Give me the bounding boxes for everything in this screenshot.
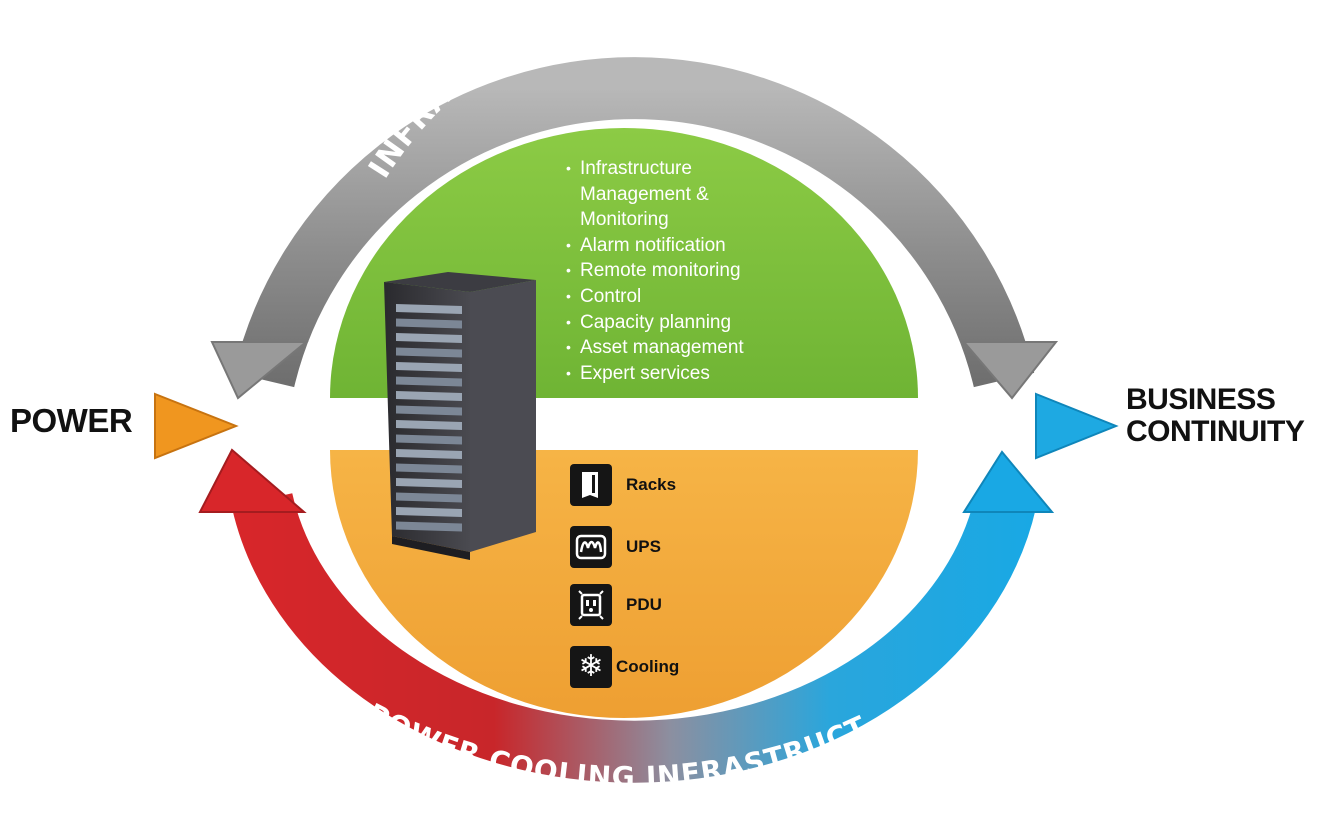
pdu-icon: [570, 584, 612, 626]
list-item: Alarm notification: [566, 233, 796, 259]
list-item: Expert services: [566, 361, 796, 387]
list-item: Remote monitoring: [566, 258, 796, 284]
power-cooling-infrastructure-arrow: [198, 448, 1055, 783]
business-continuity-label: BUSINESS CONTINUITY: [1126, 383, 1305, 448]
component-label: PDU: [626, 595, 662, 614]
list-item: Control: [566, 284, 796, 310]
component-label: Racks: [626, 475, 677, 494]
rack-server-slots: [396, 304, 462, 532]
infrastructure-management-arrow: [210, 57, 1059, 400]
ups-icon: [570, 526, 612, 568]
list-item: Capacity planning: [566, 310, 796, 336]
snowflake-icon: ❄: [570, 646, 612, 688]
rack-server-unit: [396, 304, 462, 314]
business-continuity-line1: BUSINESS: [1126, 383, 1276, 416]
power-input-arrow: [154, 392, 239, 460]
rack-server-unit: [396, 347, 462, 358]
rack-server-unit: [396, 318, 462, 329]
rack-icon: [570, 464, 612, 506]
rack-server-unit: [396, 376, 462, 387]
component-pdu: PDU: [570, 584, 662, 626]
list-item: Infrastructure Management & Monitoring: [566, 156, 710, 233]
rack-server-unit: [396, 463, 462, 474]
rack-server-unit: [396, 521, 462, 532]
component-racks: Racks: [570, 464, 676, 506]
component-ups: UPS: [570, 526, 661, 568]
management-feature-list: Infrastructure Management & Monitoring A…: [566, 156, 796, 386]
business-continuity-line2: CONTINUITY: [1126, 415, 1305, 448]
rack-server-unit: [396, 434, 462, 445]
server-rack-illustration: [384, 272, 536, 560]
component-label: Cooling: [616, 657, 680, 676]
power-label: POWER: [10, 402, 133, 439]
rack-server-unit: [396, 391, 462, 401]
rack-server-unit: [396, 449, 462, 459]
continuity-output-arrow: [1035, 392, 1119, 460]
rack-server-unit: [396, 492, 462, 503]
rack-server-unit: [396, 420, 462, 430]
rack-server-unit: [396, 333, 462, 343]
rack-server-unit: [396, 362, 462, 372]
rack-server-unit: [396, 405, 462, 416]
list-item: Asset management: [566, 335, 796, 361]
rack-server-unit: [396, 478, 462, 488]
rack-server-unit: [396, 507, 462, 517]
component-cooling: ❄ Cooling: [570, 646, 679, 688]
component-label: UPS: [626, 537, 661, 556]
